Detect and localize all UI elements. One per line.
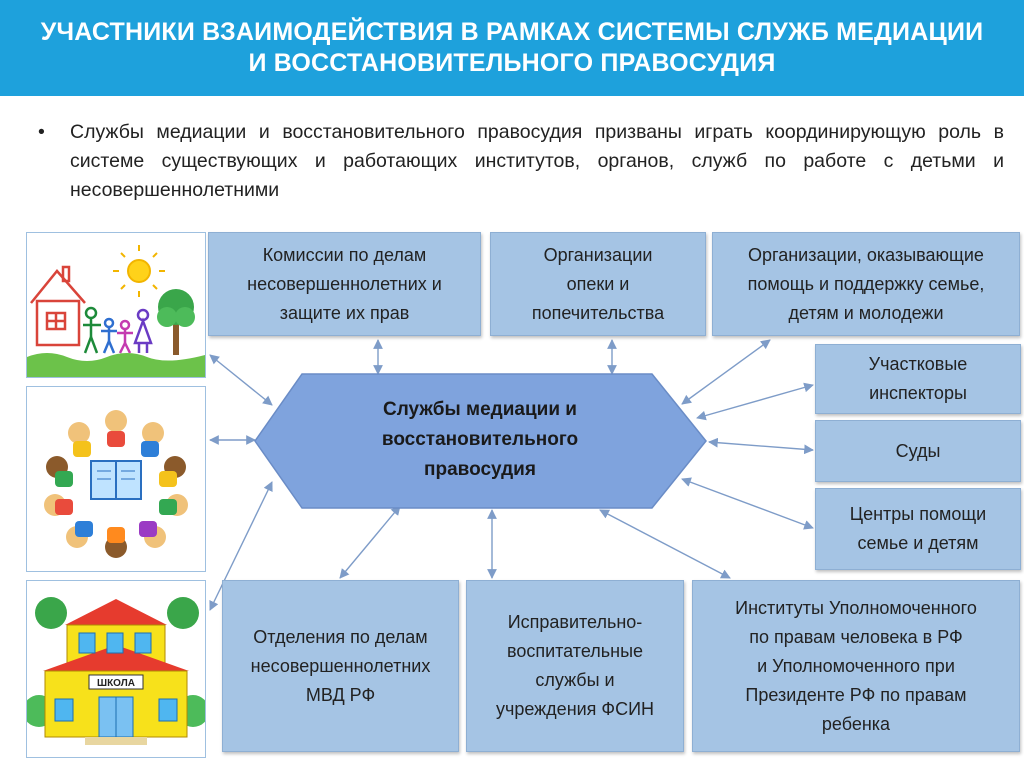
arrow-mvd: [339, 505, 401, 579]
arrow-family-image: [209, 354, 273, 406]
box-guardianship-line-2: опеки и: [566, 273, 630, 294]
family-people-icon: [83, 306, 153, 354]
grass-icon: [27, 353, 205, 377]
box-mvd: Отделения по делам несовершеннолетних МВ…: [222, 580, 459, 752]
box-help-centers-line-2: семье и детям: [857, 533, 979, 553]
box-help-centers: Центры помощи семье и детям: [815, 488, 1021, 570]
box-ombudsman: Институты Уполномоченного по правам чело…: [692, 580, 1020, 752]
box-mvd-line-3: МВД РФ: [305, 684, 376, 705]
arrow-school-image: [209, 481, 273, 611]
box-ombudsman-line-4: Президенте РФ по правам: [745, 684, 967, 705]
box-fsin-line-4: учреждения ФСИН: [495, 699, 655, 719]
box-fsin: Исправительно- воспитательные службы и у…: [466, 580, 684, 752]
book-icon: [90, 460, 142, 500]
school-illustration: ШКОЛА: [23, 580, 209, 758]
box-commissions-line-2: несовершеннолетних и: [247, 273, 442, 294]
box-mvd-line-1: Отделения по делам: [253, 626, 428, 647]
bullet-marker: •: [38, 121, 45, 143]
box-fsin-line-1: Исправительно-: [507, 612, 643, 632]
box-help-centers-line-1: Центры помощи: [849, 504, 987, 524]
title-banner: УЧАСТНИКИ ВЗАИМОДЕЙСТВИЯ В РАМКАХ СИСТЕМ…: [0, 0, 1024, 96]
box-commissions-line-3: защите их прав: [279, 302, 410, 323]
box-inspectors: Участковые инспекторы: [815, 344, 1021, 414]
box-family-help-line-3: детям и молодежи: [788, 302, 944, 323]
box-courts: Суды: [815, 420, 1021, 482]
arrow-family-help: [681, 339, 771, 405]
children-circle-illustration: [26, 386, 206, 572]
sun-icon: [113, 245, 165, 297]
house-icon: [30, 265, 86, 347]
title-line-1: УЧАСТНИКИ ВЗАИМОДЕЙСТВИЯ В РАМКАХ СИСТЕМ…: [40, 18, 984, 46]
children-ring-icon: [44, 410, 188, 558]
box-commissions: Комиссии по делам несовершеннолетних и з…: [208, 232, 481, 336]
center-label: Службы медиации и восстановительного пра…: [300, 395, 660, 485]
box-guardianship-line-3: попечительства: [531, 302, 665, 323]
intro-text: Службы медиации и восстановительного пра…: [70, 121, 1004, 201]
center-line-2: восстановительного: [381, 429, 579, 450]
arrow-courts: [708, 437, 814, 455]
family-house-illustration: [26, 232, 206, 378]
box-guardianship: Организации опеки и попечительства: [490, 232, 706, 336]
box-fsin-line-3: службы и: [535, 670, 615, 690]
arrow-inspectors: [696, 382, 814, 421]
title-line-2: И ВОССТАНОВИТЕЛЬНОГО ПРАВОСУДИЯ: [248, 49, 776, 77]
box-ombudsman-line-2: по правам человека в РФ: [749, 626, 963, 647]
box-ombudsman-line-5: ребенка: [821, 713, 891, 734]
box-mvd-line-2: несовершеннолетних: [250, 655, 431, 676]
center-line-3: правосудия: [424, 459, 536, 480]
box-ombudsman-line-1: Институты Уполномоченного: [735, 597, 977, 618]
box-guardianship-line-1: Организации: [543, 244, 653, 265]
arrow-help-centers: [681, 477, 814, 530]
box-family-help: Организации, оказывающие помощь и поддер…: [712, 232, 1020, 336]
school-sign: ШКОЛА: [97, 678, 135, 689]
box-fsin-line-2: воспитательные: [506, 641, 644, 661]
school-building-icon: ШКОЛА: [43, 599, 189, 745]
box-family-help-line-2: помощь и поддержку семье,: [747, 273, 985, 294]
box-inspectors-line-1: Участковые: [868, 354, 968, 374]
tree-icon: [157, 289, 195, 355]
intro-paragraph: • Службы медиации и восстановительного п…: [38, 118, 1004, 205]
box-courts-line-1: Суды: [895, 440, 941, 461]
center-line-1: Службы медиации и: [383, 399, 577, 420]
box-inspectors-line-2: инспекторы: [869, 383, 967, 403]
arrow-ombudsman: [599, 509, 731, 579]
box-ombudsman-line-3: и Уполномоченного при: [757, 655, 955, 676]
center-hexagon: [254, 373, 707, 509]
box-commissions-line-1: Комиссии по делам: [262, 244, 427, 265]
box-family-help-line-1: Организации, оказывающие: [748, 244, 984, 265]
